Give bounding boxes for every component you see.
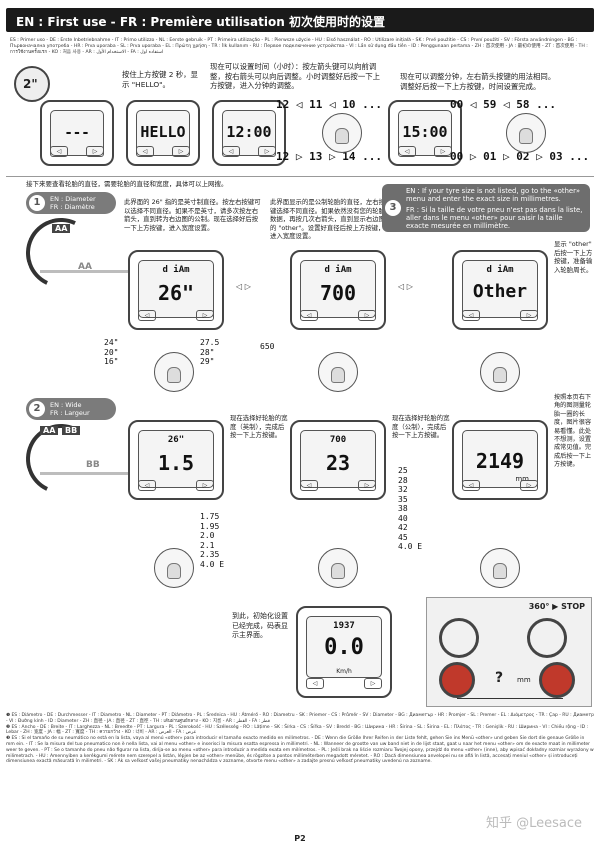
device-diameter-inch: d iAm 26" ◁▷	[128, 250, 224, 330]
wheel-icon	[439, 618, 479, 658]
press-top-icon	[318, 352, 358, 392]
device-width-metric: 700 23 ◁▷	[290, 420, 386, 500]
page-number: P2	[294, 834, 306, 843]
right-button-icon: ▷	[86, 146, 104, 157]
tag-bb-line: BB	[86, 460, 100, 470]
watermark: 知乎 @Leesace	[485, 816, 582, 831]
press-top-icon	[318, 548, 358, 588]
wheel-icon	[527, 618, 567, 658]
tag-aa: AA	[52, 224, 71, 233]
press-top-icon	[506, 113, 546, 153]
device-hello: HELLO ◁▷	[126, 100, 200, 166]
tag-bb: BB	[62, 426, 81, 435]
step2-note: 现在可以设置时间（小时）：按左箭头键可以向前调整，按右箭头可以向后调整。小时调整…	[210, 62, 380, 91]
imperial-width-sizes: 1.75 1.95 2.0 2.1 2.35 4.0 E	[200, 512, 225, 569]
language-strip: ES : Primer uso - DE : Erste Inbetriebna…	[10, 38, 588, 55]
final-note: 到此，初始化设置已经完成，码表显示主界面。	[232, 612, 288, 640]
minute-seq-down: 00 ◁ 59 ◁ 58 ...	[450, 98, 556, 111]
press-top-icon	[154, 352, 194, 392]
left-right-arrow-icon: ◁ ▷	[398, 282, 413, 291]
step3-note: 现在可以调整分钟，左右箭头按键的用法相同。调整好后按一下上方按键，时间设置完成。	[400, 72, 556, 91]
metric-note: 此界面显示的是公制轮胎的直径，左右按键选择不同直径。如果依然没有您的轮胎数据，再…	[270, 198, 386, 241]
hold-2s-icon: 2"	[14, 66, 50, 102]
other-note: 显示 "other" 后按一下上方按键，准备输入轮胎周长。	[554, 240, 593, 274]
tyre-intro: 接下来要查看轮胎的直径，需要轮胎的直径和宽度，具体可以上网搜。	[26, 180, 228, 188]
device-width-inch: 26" 1.5 ◁▷	[128, 420, 224, 500]
device-main-screen: 1937 0.0 Km/h ◁▷	[296, 606, 392, 698]
header-title: EN : First use - FR : Première utilisati…	[16, 15, 385, 29]
diameter-bar: 1 EN : Diameter FR : Diamètre	[26, 192, 116, 214]
width-inch-note: 现在选择好轮胎的宽度（英制），完成后按一下上方按键。	[230, 414, 288, 440]
page-header: EN : First use - FR : Première utilisati…	[6, 8, 594, 32]
tag-aa-line: AA	[78, 262, 92, 272]
wheel-icon	[539, 662, 575, 698]
width-metric-note: 现在选择好轮胎的宽度（公制），完成后按一下上方按键。	[392, 414, 450, 440]
press-top-icon	[322, 113, 362, 153]
wheel-icon	[439, 662, 475, 698]
minute-seq-up: 00 ▷ 01 ▷ 02 ▷ 03 ...	[450, 150, 590, 163]
hour-seq-up: 12 ▷ 13 ▷ 14 ...	[276, 150, 382, 163]
circumference-note: 按照本页右下角的图测量轮胎一圈的长度，图片很容易看懂。此处不想测，设置成常见值。…	[554, 394, 592, 469]
circumference-measure-illustration: 360° ▶ STOP ? mm	[426, 597, 592, 707]
device-other: d iAm Other ◁▷	[452, 250, 548, 330]
footer-translations: ❶ ES : Diámetro - DE : Durchmesser - IT …	[6, 713, 594, 765]
left-button-icon: ◁	[50, 146, 68, 157]
diameter-note: 此界面的 26" 指的是英寸制直径。按左右按键可以选择不同直径。如果不是英寸，请…	[124, 198, 261, 232]
press-top-icon	[154, 548, 194, 588]
wheel-diameter-icon	[16, 208, 106, 298]
diameter-sizes-right: 27.5 28" 29"	[200, 338, 220, 366]
press-top-icon	[480, 352, 520, 392]
diameter-sizes-left: 24" 20" 16"	[104, 338, 119, 366]
other-bar: 3 EN : If your tyre size is not listed, …	[382, 184, 590, 232]
metric-size-left: 650	[260, 342, 275, 351]
step1-note: 按住上方按键 2 秒，显示 "HELLO"。	[122, 70, 198, 89]
device-minute: 15:00 ◁▷	[388, 100, 462, 166]
wheel-width-icon	[16, 414, 106, 504]
device-circumference: 2149 mm ◁▷	[452, 420, 548, 500]
right-arrow-icon: ◁ ▷	[236, 282, 251, 291]
tag-aa: AA	[40, 426, 59, 435]
device-diameter-metric: d iAm 700 ◁▷	[290, 250, 386, 330]
width-bar: 2 EN : Wide FR : Largeur	[26, 398, 116, 420]
press-top-icon	[480, 548, 520, 588]
device-hour: 12:00 ◁▷	[212, 100, 286, 166]
hour-seq-down: 12 ◁ 11 ◁ 10 ...	[276, 98, 382, 111]
device-blank: --- ◁▷	[40, 100, 114, 166]
metric-width-sizes: 25 28 32 35 38 40 42 45 4.0 E	[398, 466, 423, 551]
divider	[6, 176, 594, 177]
